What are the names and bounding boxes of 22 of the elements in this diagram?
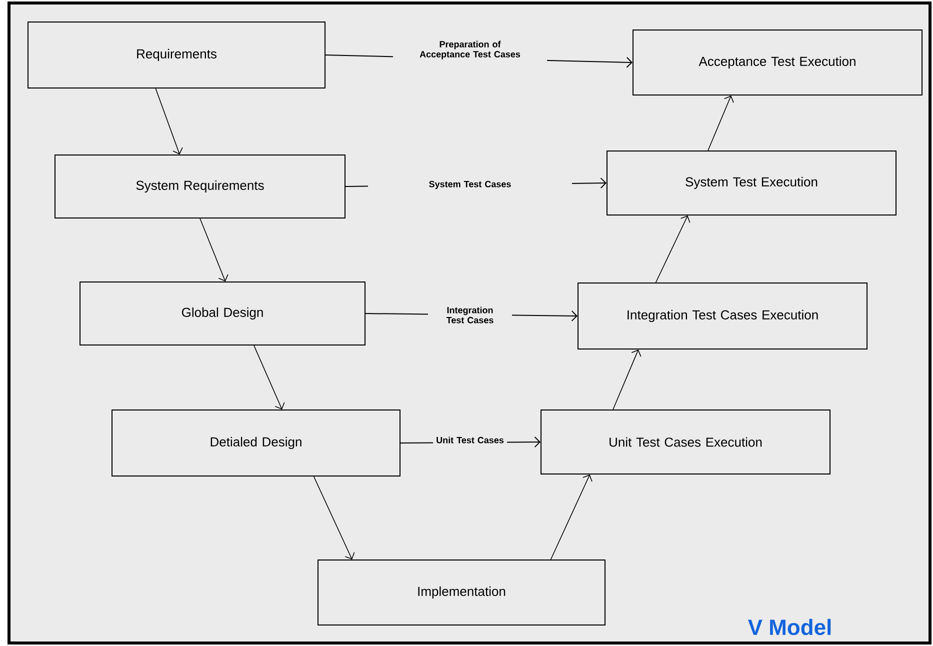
process-box: System Requirements	[54, 154, 346, 218]
arrow	[708, 96, 734, 151]
edge-label: Unit Test Cases	[433, 434, 507, 446]
arrow	[200, 218, 228, 282]
process-box: System Test Execution	[606, 150, 896, 216]
title: V Model	[748, 618, 831, 636]
process-box: Requirements	[28, 22, 326, 88]
process-box: Acceptance Test Execution	[632, 30, 922, 96]
arrow	[612, 350, 642, 410]
edge-label: System Test Cases	[368, 178, 572, 192]
process-box: Detialed Design	[112, 410, 400, 476]
edge-label: Integration Test Cases	[428, 304, 512, 326]
arrow	[313, 476, 355, 560]
arrow	[155, 88, 183, 154]
process-box: Integration Test Cases Execution	[578, 282, 868, 350]
arrow	[655, 216, 690, 283]
process-box: Global Design	[80, 282, 366, 346]
process-box: Implementation	[318, 560, 606, 626]
arrow	[254, 345, 285, 410]
arrow	[550, 474, 592, 560]
edge-label: Preparation of Acceptance Test Cases	[393, 38, 547, 62]
process-box: Unit Test Cases Execution	[540, 410, 830, 474]
